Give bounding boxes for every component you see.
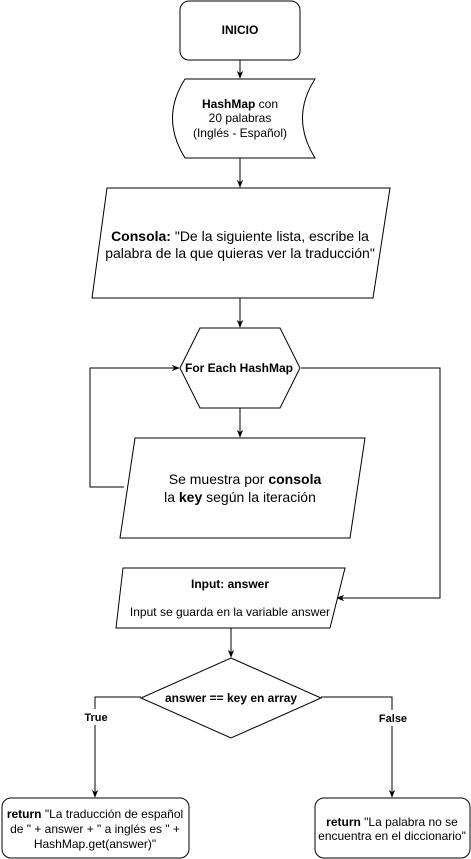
hashmap-line3: (Inglés - Español) <box>193 126 287 140</box>
false-label-bg <box>376 710 410 726</box>
return-true-line3: HashMap.get(answer)" <box>34 837 156 851</box>
console-line1: Consola: "De la siguiente lista, escribe… <box>111 228 369 244</box>
display-line1: Se muestra por consola <box>169 471 322 487</box>
input-title: Input: answer <box>191 577 269 591</box>
console-shape <box>91 187 391 299</box>
return-false-line1: return "La palabra no se <box>326 815 458 829</box>
return-true-node: return "La traducción de español de " + … <box>1 797 190 859</box>
start-label: INICIO <box>222 23 259 37</box>
start-shape <box>179 0 301 61</box>
return-true-line1: return "La traducción de español <box>7 807 183 821</box>
true-label-bg <box>81 709 111 725</box>
loop-shape <box>179 327 301 409</box>
hashmap-line1: HashMap con <box>202 97 278 111</box>
hashmap-node: HashMap con 20 palabras (Inglés - Españo… <box>172 78 316 159</box>
edge-display-back-to-loop <box>89 364 180 488</box>
loop-node: For Each HashMap <box>179 327 301 409</box>
true-label: True <box>84 712 107 724</box>
return-false-shape <box>314 797 471 859</box>
return-false-node: return "La palabra no se encuentra en el… <box>314 797 471 859</box>
return-false-line2: encuentra en el diccionario" <box>318 829 466 843</box>
display-line2: la key según la iteración <box>164 489 316 505</box>
edge-loop-exit-to-input <box>301 367 441 602</box>
decision-label: answer == key en array <box>165 691 297 705</box>
decision-shape <box>139 657 323 739</box>
display-shape <box>119 437 366 539</box>
console-line2: palabra de la que quieras ver la traducc… <box>105 245 375 261</box>
input-node: Input: answer Input se guarda en la vari… <box>115 567 346 629</box>
edge-decision-false <box>321 696 396 798</box>
edge-decision-true <box>91 696 141 798</box>
hashmap-line2: 20 palabras <box>209 111 272 125</box>
display-node: Se muestra por consola la key según la i… <box>119 437 366 539</box>
loop-label: For Each HashMap <box>185 361 293 375</box>
start-node: INICIO <box>179 0 301 61</box>
return-true-line2: de " + answer + " a inglés es " + <box>10 822 180 836</box>
decision-node: answer == key en array <box>139 657 323 739</box>
false-label: False <box>379 713 407 725</box>
hashmap-shape <box>172 78 316 159</box>
console-node: Consola: "De la siguiente lista, escribe… <box>91 187 391 299</box>
input-subtitle: Input se guarda en la variable answer <box>130 605 330 619</box>
connectors <box>89 60 441 798</box>
return-true-shape <box>1 797 190 859</box>
input-shape <box>115 567 346 629</box>
